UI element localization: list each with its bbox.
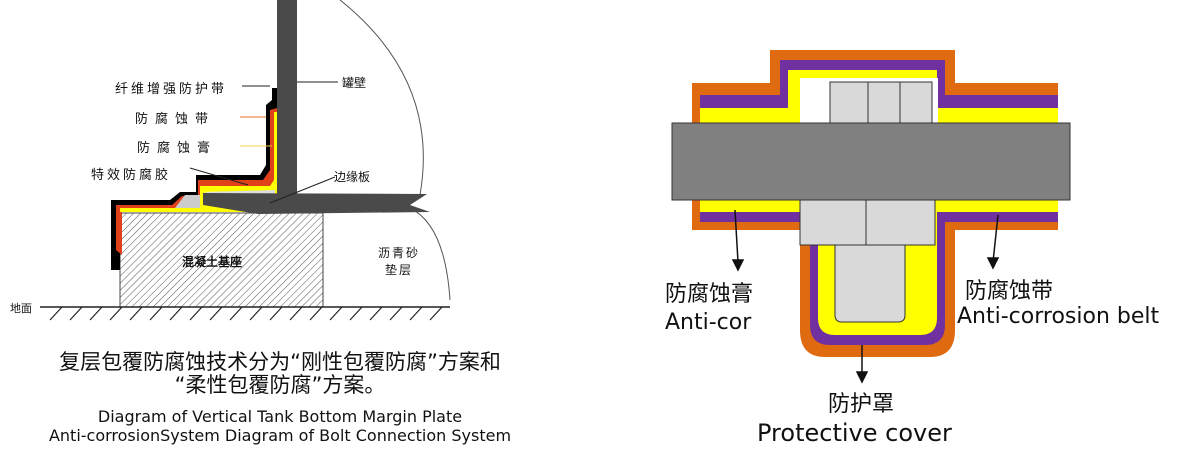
- leader-lines: [189, 81, 338, 204]
- label-asphalt-sand: 沥青砂: [378, 246, 421, 260]
- caption-cn-line2: “柔性包覆防腐”方案。: [174, 373, 386, 397]
- bolt-shank: [834, 244, 906, 323]
- sand-arc: [409, 207, 451, 301]
- caption-en-line2: Anti-corrosionSystem Diagram of Bolt Con…: [48, 426, 512, 445]
- tank-arc: [339, 0, 424, 196]
- label-paste-cn: 防腐蚀膏: [665, 282, 754, 307]
- label-cover-cn: 防护罩: [828, 392, 895, 417]
- bottom-nut: [799, 199, 936, 246]
- label-edge-plate: 边缘板: [334, 170, 371, 184]
- label-anticorrosion-paste: 防腐蚀膏: [137, 141, 218, 156]
- anticorrosion-belt: [116, 108, 277, 255]
- top-nut: [829, 81, 933, 125]
- label-anticorrosion-belt: 防腐蚀带: [135, 112, 216, 127]
- label-paste-en: Anti-cor: [665, 310, 752, 335]
- edge-plate: [203, 193, 430, 214]
- tank-wall: [277, 0, 297, 196]
- plate: [671, 122, 1071, 201]
- label-belt-cn: 防腐蚀带: [965, 279, 1054, 304]
- arrows: [731, 209, 1000, 384]
- anticorrosion-paste: [120, 112, 277, 212]
- ground-hatch: [49, 306, 443, 321]
- fiber-band: [111, 88, 277, 270]
- tank-bottom-diagram: [40, 0, 451, 321]
- label-ground: 地面: [10, 302, 32, 315]
- special-glue: [175, 195, 200, 208]
- caption-cn-line1: 复层包覆防腐蚀技术分为“刚性包覆防腐”方案和: [59, 350, 501, 374]
- label-special-glue: 特效防腐胶: [91, 168, 172, 183]
- label-cover-en: Protective cover: [757, 419, 952, 447]
- caption-en-line1: Diagram of Vertical Tank Bottom Margin P…: [97, 407, 463, 426]
- label-tank-wall: 罐壁: [342, 76, 367, 90]
- label-asphalt-layer: 垫层: [385, 263, 414, 277]
- label-fiber-band: 纤维增强防护带: [115, 82, 228, 97]
- label-belt-en: Anti-corrosion belt: [957, 304, 1160, 329]
- bolt-connection-diagram: [671, 50, 1071, 384]
- label-concrete-base: 混凝土基座: [182, 255, 243, 269]
